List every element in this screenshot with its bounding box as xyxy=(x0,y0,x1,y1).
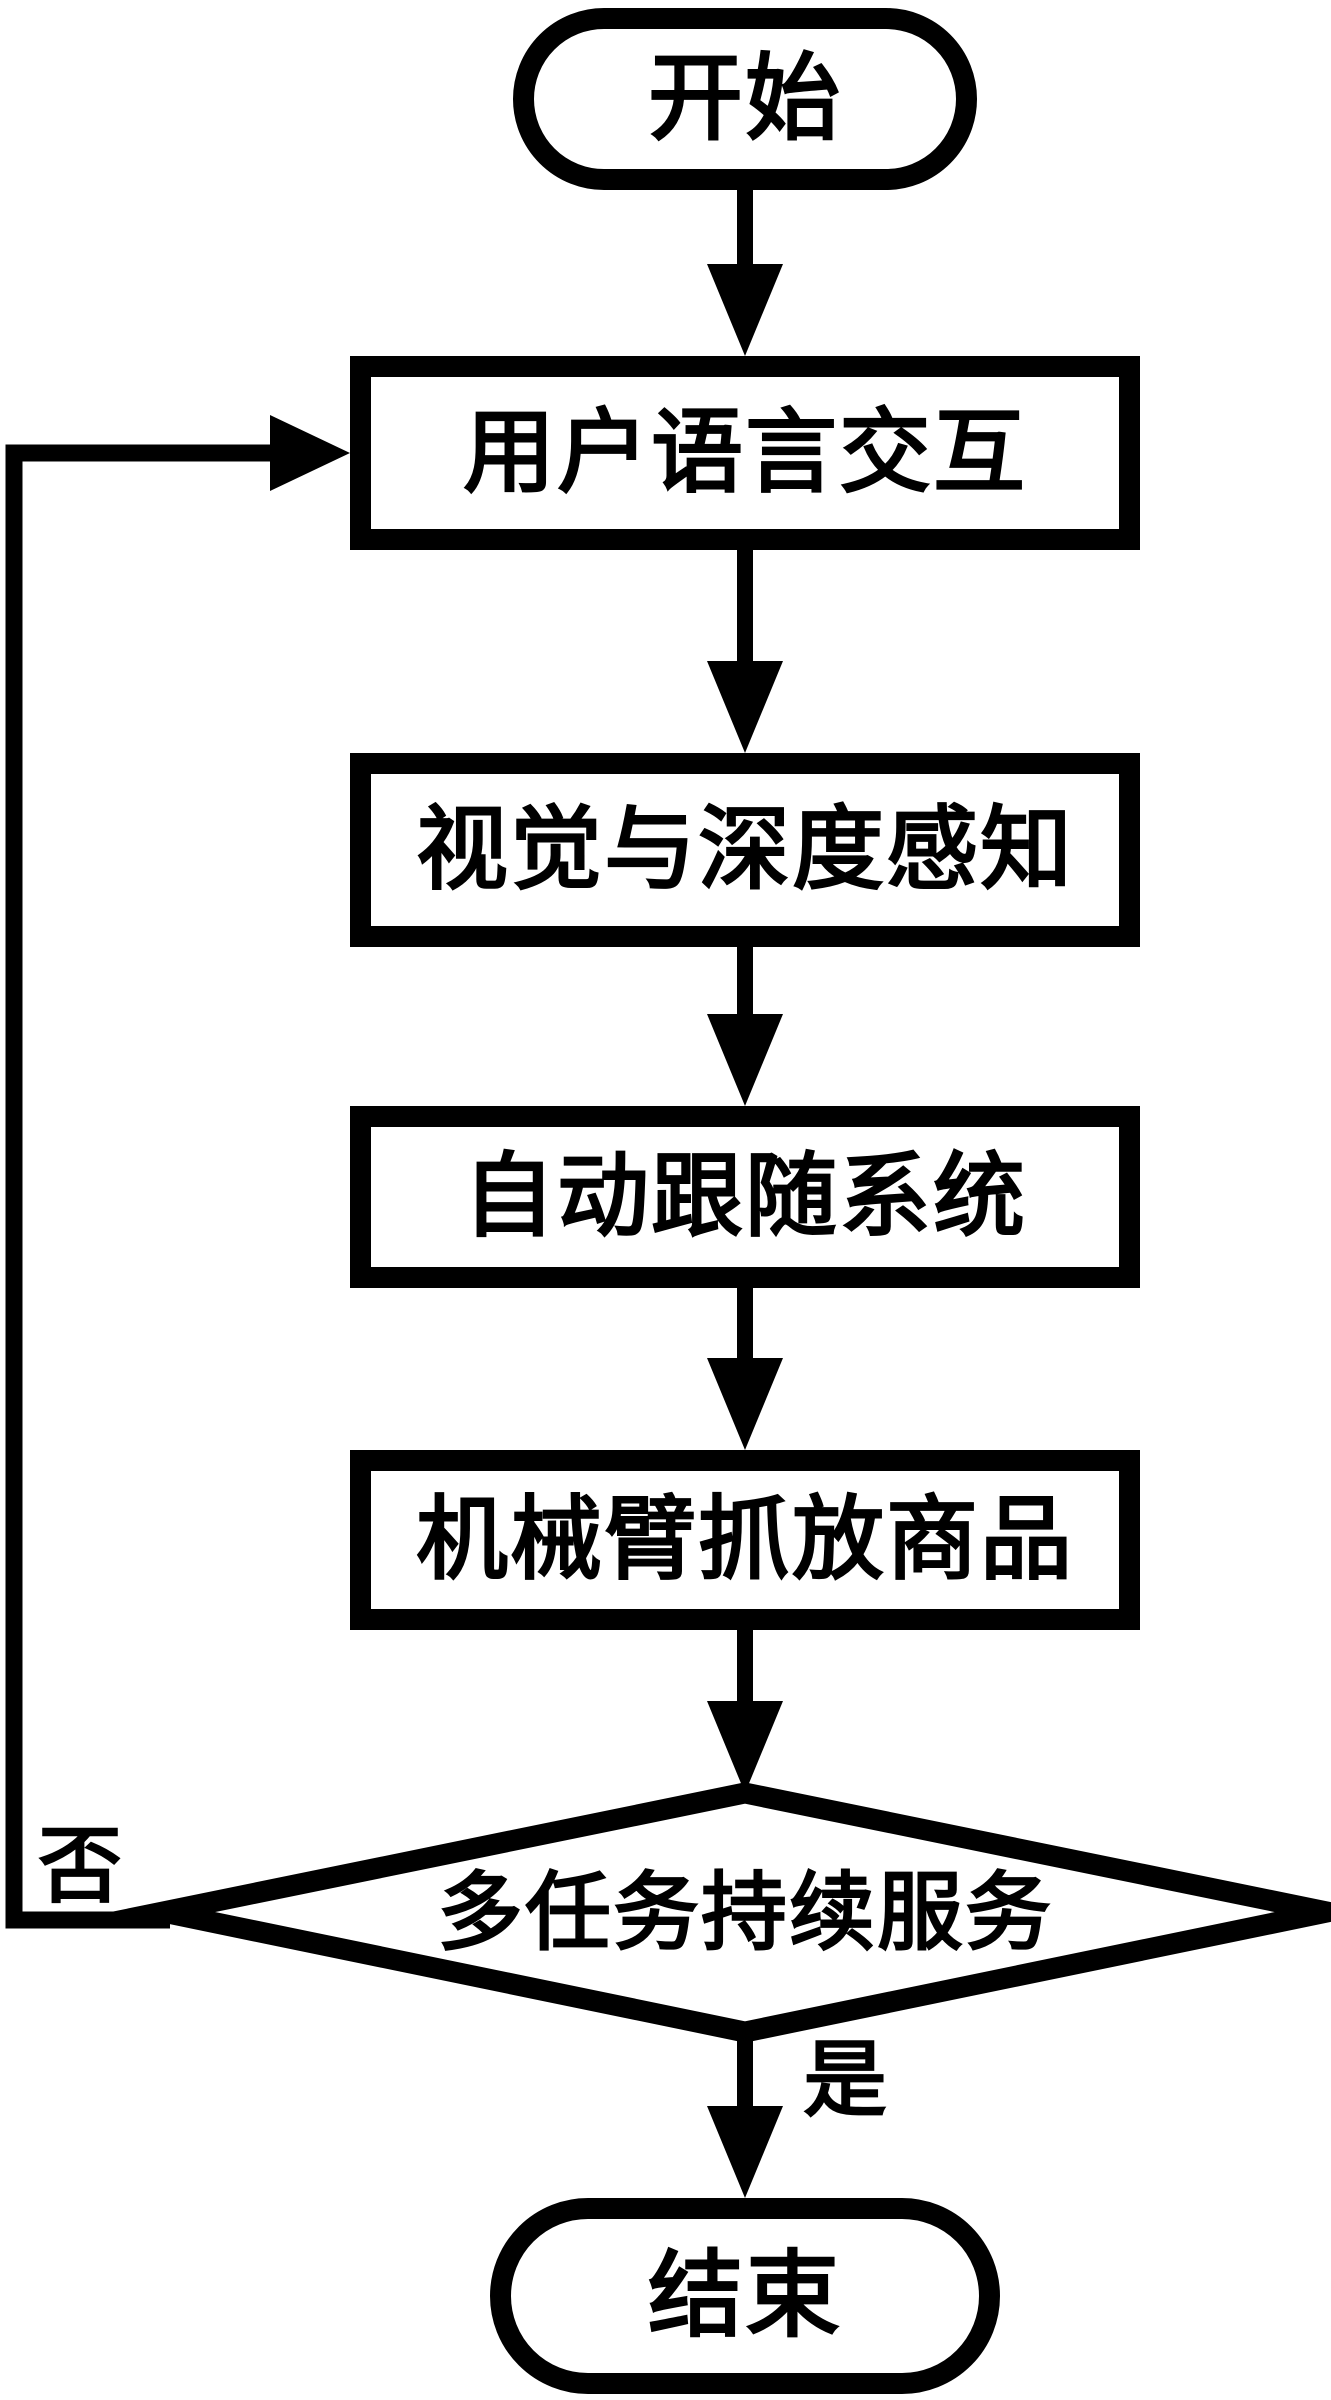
node-auto-follow-system: 自动跟随系统 xyxy=(350,1106,1140,1288)
node-end: 结束 xyxy=(490,2198,1000,2394)
node-robot-arm-pick-place-label: 机械臂抓放商品 xyxy=(415,1489,1074,1591)
edge-step3-step4-arrowhead-icon xyxy=(707,1358,783,1450)
node-vision-depth-perception: 视觉与深度感知 xyxy=(350,753,1140,947)
edge-step1-step2-arrowhead-icon xyxy=(707,661,783,753)
edge-no-arrowhead-icon xyxy=(270,415,350,491)
edge-step4-decision-arrowhead-icon xyxy=(707,1701,783,1793)
node-decision-multitask-service-label: 多任务持续服务 xyxy=(437,1864,1053,1961)
node-start-label: 开始 xyxy=(647,45,842,152)
node-user-language-interaction: 用户语言交互 xyxy=(350,356,1140,550)
edge-label-no: 否 xyxy=(38,1819,123,1913)
node-vision-depth-perception-label: 视觉与深度感知 xyxy=(415,799,1074,901)
edge-step2-step3-arrowhead-icon xyxy=(707,1014,783,1106)
node-start: 开始 xyxy=(513,8,977,190)
decision-diamond-shape xyxy=(110,1782,1331,2043)
edge-start-step1-arrowhead-icon xyxy=(707,264,783,356)
edge-yes-arrowhead-icon xyxy=(707,2106,783,2198)
node-user-language-interaction-label: 用户语言交互 xyxy=(462,402,1027,504)
node-robot-arm-pick-place: 机械臂抓放商品 xyxy=(350,1450,1140,1630)
edge-label-yes: 是 xyxy=(803,2033,888,2127)
node-decision-multitask-service: 多任务持续服务 xyxy=(163,1793,1327,2032)
edge-no-line xyxy=(5,444,276,1929)
node-auto-follow-system-label: 自动跟随系统 xyxy=(462,1146,1027,1248)
node-end-label: 结束 xyxy=(647,2242,842,2349)
